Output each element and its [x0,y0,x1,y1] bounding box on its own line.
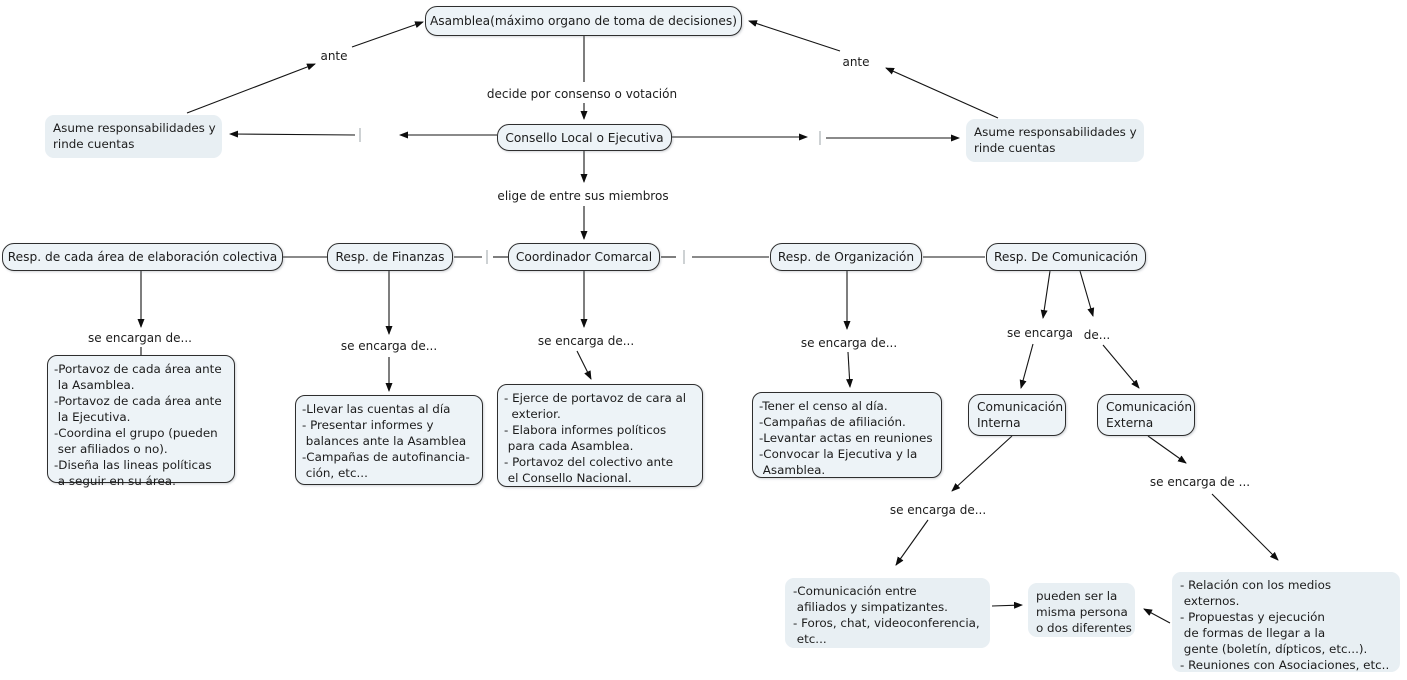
link-label-se-encarga-interna[interactable]: se encarga de... [887,503,989,517]
node-tareas-comunicacion-externa[interactable]: - Relación con los medios externos. - Pr… [1172,572,1400,672]
node-tareas-resp-area[interactable]: -Portavoz de cada área ante la Asamblea.… [47,355,235,488]
node-resp-finanzas[interactable]: Resp. de Finanzas [327,243,453,271]
node-resp-area-elaboracion[interactable]: Resp. de cada área de elaboración colect… [2,243,283,271]
node-consello-local[interactable]: Consello Local o Ejecutiva [497,124,672,151]
node-tareas-finanzas[interactable]: -Llevar las cuentas al día - Presentar i… [295,395,483,485]
node-resp-comunicacion[interactable]: Resp. De Comunicación [986,243,1146,271]
node-asume-responsabilidades-right[interactable]: Asume responsabilidades y rinde cuentas [966,119,1144,162]
node-coordinador-comarcal[interactable]: Coordinador Comarcal [508,243,660,271]
node-tareas-organizacion[interactable]: -Tener el censo al día. -Campañas de afi… [752,392,942,478]
node-asume-responsabilidades-left[interactable]: Asume responsabilidades y rinde cuentas [45,115,222,158]
node-asamblea[interactable]: Asamblea(máximo organo de toma de decisi… [425,6,742,36]
link-label-se-encarga-comunicacion-2[interactable]: de... [1081,328,1113,342]
link-label-ante-left[interactable]: ante [318,49,350,63]
link-label-se-encargan-area[interactable]: se encargan de... [86,331,194,345]
link-label-decide[interactable]: decide por consenso o votación [484,87,680,101]
node-comunicacion-interna[interactable]: Comunicación Interna [968,394,1066,436]
node-comunicacion-externa[interactable]: Comunicación Externa [1097,394,1195,436]
node-tareas-comunicacion-interna[interactable]: -Comunicación entre afiliados y simpatiz… [785,578,990,648]
link-label-ante-right[interactable]: ante [840,55,872,69]
link-label-se-encarga-finanzas[interactable]: se encarga de... [338,339,440,353]
link-label-se-encarga-externa[interactable]: se encarga de ... [1147,475,1253,489]
link-label-elige[interactable]: elige de entre sus miembros [495,189,671,203]
link-label-se-encarga-coordinador[interactable]: se encarga de... [535,334,637,348]
node-resp-organizacion[interactable]: Resp. de Organización [770,243,922,271]
link-label-se-encarga-organizacion[interactable]: se encarga de... [798,336,900,350]
node-tareas-coordinador[interactable]: - Ejerce de portavoz de cara al exterior… [497,384,703,487]
link-label-se-encarga-comunicacion-1[interactable]: se encarga [1004,326,1076,340]
node-pueden-ser-misma-persona[interactable]: pueden ser la misma persona o dos difere… [1028,583,1135,637]
